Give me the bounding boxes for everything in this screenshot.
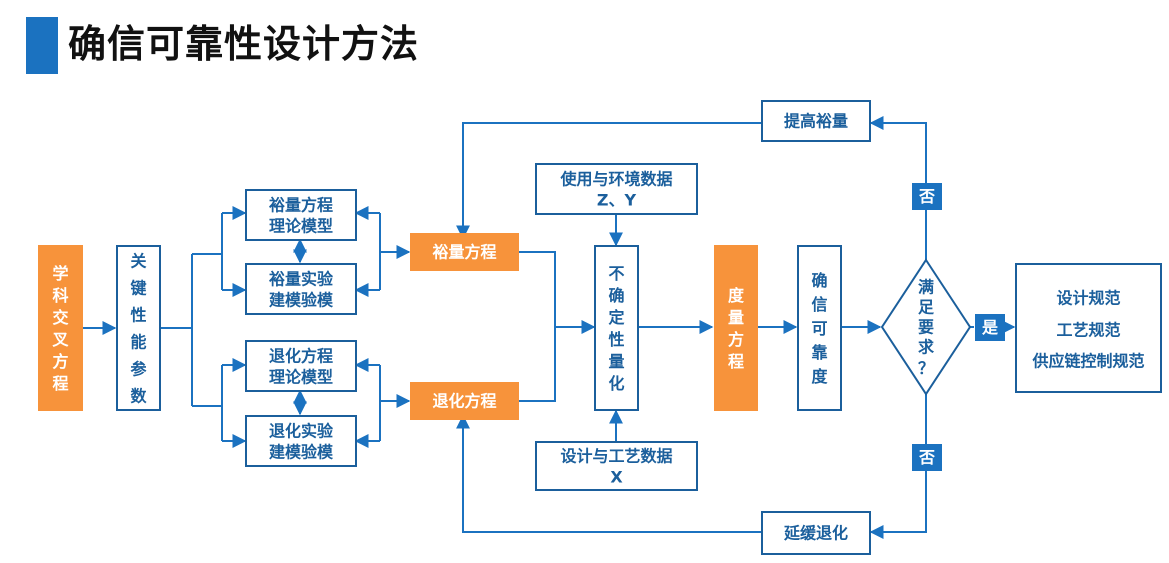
margin-experiment-line1: 裕量实验: [268, 270, 334, 289]
output-supply-chain-spec: 供应链控制规范: [1031, 352, 1144, 371]
vertical-char: 程: [728, 352, 744, 371]
no-badge-bottom: 否: [912, 444, 942, 471]
design-data-line2: X: [610, 468, 623, 487]
title-accent-bar: [26, 17, 58, 74]
degradation-experiment-line1: 退化实验: [269, 422, 334, 441]
vertical-char: 叉: [51, 330, 69, 349]
decision-char-5: ？: [918, 359, 934, 378]
vertical-char: 学: [52, 264, 68, 283]
metric-equation-box: 度量方程: [714, 245, 758, 411]
vertical-char: 程: [52, 374, 68, 393]
key-params-label: 关键性能参数: [129, 251, 147, 405]
vertical-char: 能: [130, 332, 146, 351]
margin-equation-label: 裕量方程: [431, 243, 496, 262]
vertical-char: 性: [608, 330, 624, 349]
vertical-char: 量: [608, 352, 624, 371]
env-data-line1: 使用与环境数据: [559, 170, 672, 189]
vertical-char: 可: [811, 319, 827, 338]
decision-char-1: 满: [918, 278, 934, 297]
uncertainty-label: 不确定性量化: [607, 264, 624, 393]
output-process-spec: 工艺规范: [1056, 321, 1120, 340]
no-label-top: 否: [918, 187, 935, 206]
interdisciplinary-label: 学科交叉方程: [51, 264, 69, 393]
yes-badge: 是: [975, 314, 1005, 341]
margin-equation-box: 裕量方程: [410, 233, 519, 271]
vertical-char: 数: [130, 386, 147, 405]
design-data-box: 设计与工艺数据 X: [535, 441, 698, 491]
vertical-char: 关: [130, 251, 146, 270]
connectors: [83, 116, 1016, 539]
key-params-box: 关键性能参数: [116, 245, 161, 411]
delay-degradation-label: 延缓退化: [783, 524, 848, 543]
margin-experiment-line2: 建模验模: [269, 291, 334, 310]
vertical-char: 确: [608, 286, 624, 305]
page-title: 确信可靠性设计方法: [68, 22, 420, 66]
vertical-char: 确: [811, 271, 827, 290]
vertical-char: 参: [130, 359, 147, 378]
vertical-char: 靠: [811, 343, 827, 362]
vertical-char: 定: [607, 308, 624, 327]
degradation-theory-box: 退化方程 理论模型: [245, 340, 357, 392]
uncertainty-box: 不确定性量化: [594, 245, 639, 411]
interdisciplinary-box: 学科交叉方程: [38, 245, 83, 411]
vertical-char: 键: [129, 278, 146, 297]
degradation-equation-box: 退化方程: [410, 382, 519, 420]
metric-equation-label: 度量方程: [728, 286, 745, 371]
vertical-char: 交: [52, 308, 68, 327]
env-data-line2: Z、Y: [597, 191, 637, 210]
reliability-box: 确信可靠度: [797, 245, 842, 411]
design-data-line1: 设计与工艺数据: [560, 447, 672, 466]
vertical-char: 信: [811, 295, 827, 314]
degradation-experiment-box: 退化实验 建模验模: [245, 415, 357, 467]
degradation-equation-label: 退化方程: [432, 392, 496, 411]
outputs-box: 设计规范 工艺规范 供应链控制规范: [1015, 263, 1162, 393]
reliability-label: 确信可靠度: [811, 271, 828, 386]
degradation-theory-line1: 退化方程: [269, 347, 333, 366]
vertical-char: 度: [728, 286, 745, 305]
output-design-spec: 设计规范: [1056, 289, 1120, 308]
vertical-char: 方: [728, 330, 744, 349]
decision-char-4: 求: [918, 338, 935, 357]
vertical-char: 不: [608, 264, 624, 283]
vertical-char: 科: [52, 286, 68, 305]
delay-degradation-box: 延缓退化: [761, 511, 871, 555]
improve-margin-label: 提高裕量: [784, 112, 848, 131]
improve-margin-box: 提高裕量: [761, 100, 871, 142]
no-badge-top: 否: [912, 183, 942, 210]
margin-theory-line1: 裕量方程: [268, 196, 333, 215]
vertical-char: 性: [130, 305, 146, 324]
env-data-box: 使用与环境数据 Z、Y: [535, 163, 698, 215]
degradation-theory-line2: 理论模型: [269, 368, 333, 387]
margin-theory-line2: 理论模型: [269, 217, 333, 236]
no-label-bottom: 否: [918, 448, 935, 467]
margin-theory-box: 裕量方程 理论模型: [245, 189, 357, 241]
decision-char-2: 足: [918, 298, 935, 317]
margin-experiment-box: 裕量实验 建模验模: [245, 263, 357, 315]
vertical-char: 方: [52, 352, 68, 371]
degradation-experiment-line2: 建模验模: [269, 443, 334, 462]
vertical-char: 化: [608, 374, 624, 393]
decision-char-3: 要: [918, 318, 934, 337]
decision-diamond: 满 足 要 求 ？: [880, 258, 972, 396]
vertical-char: 度: [811, 367, 828, 386]
vertical-char: 量: [728, 308, 744, 327]
yes-label: 是: [981, 318, 998, 337]
